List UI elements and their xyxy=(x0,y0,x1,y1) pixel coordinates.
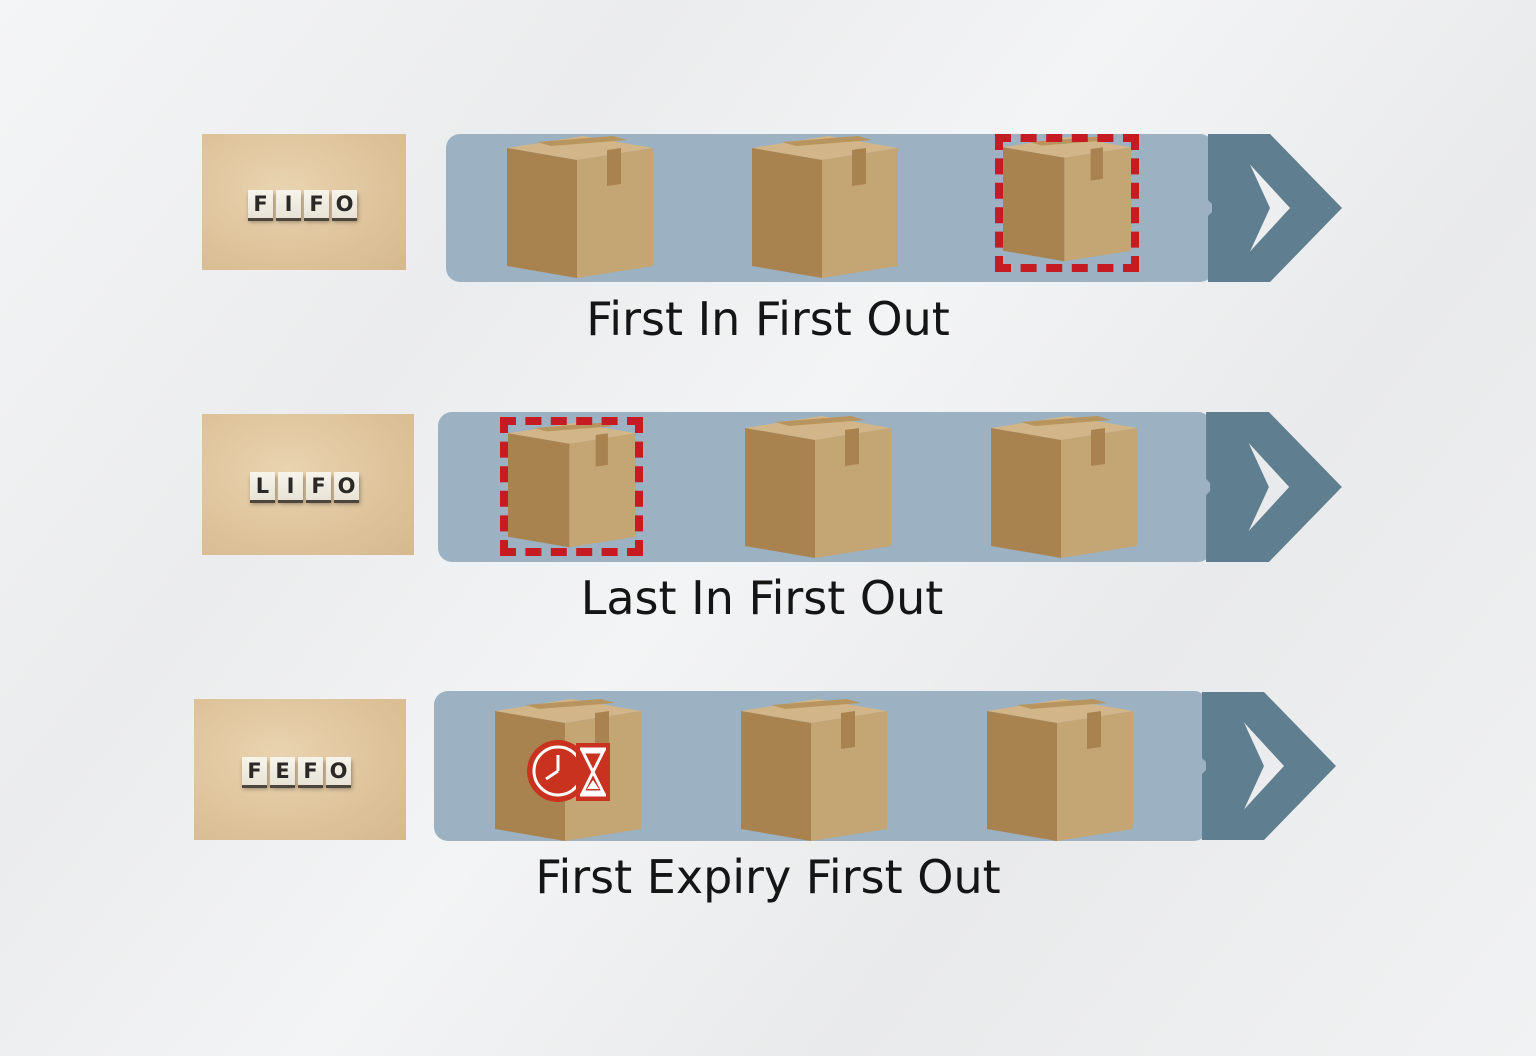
clock-hourglass-icon xyxy=(527,740,610,802)
letter-tile: F xyxy=(242,757,267,785)
letter-tile: I xyxy=(278,472,303,500)
package-box xyxy=(741,699,887,841)
package-box xyxy=(745,416,891,558)
letter-tile: O xyxy=(326,757,351,785)
letter-tile: L xyxy=(250,472,275,500)
letter-tile: I xyxy=(276,190,301,218)
fifo-label-card: F I F O xyxy=(202,134,406,270)
letter-tile: O xyxy=(332,190,357,218)
letter-tile: F xyxy=(248,190,273,218)
letter-tile: F xyxy=(304,190,329,218)
letter-tile: F xyxy=(306,472,331,500)
letter-tile: E xyxy=(270,757,295,785)
package-box xyxy=(987,699,1133,841)
selected-box-highlight xyxy=(500,417,643,556)
lifo-caption: Last In First Out xyxy=(580,571,944,625)
lifo-row: L I F O Last In First Out xyxy=(0,0,1536,625)
fefo-row: F E F O First Expiry First Out xyxy=(0,0,1536,904)
fifo-caption: First In First Out xyxy=(586,292,950,346)
lifo-tiles: L I F O xyxy=(250,472,359,500)
package-box xyxy=(991,416,1137,558)
fifo-row: F I F O First In First Out xyxy=(0,0,1536,346)
double-chevron-right-icon xyxy=(1202,692,1336,840)
selected-box-highlight xyxy=(995,134,1139,272)
letter-tile: F xyxy=(298,757,323,785)
fefo-tiles: F E F O xyxy=(242,757,351,785)
double-chevron-right-icon xyxy=(1208,134,1342,282)
lifo-label-card: L I F O xyxy=(202,414,414,555)
double-chevron-right-icon xyxy=(1206,412,1342,562)
fifo-tiles: F I F O xyxy=(248,190,357,218)
fefo-label-card: F E F O xyxy=(194,699,406,840)
fefo-caption: First Expiry First Out xyxy=(535,850,1001,904)
letter-tile: O xyxy=(334,472,359,500)
